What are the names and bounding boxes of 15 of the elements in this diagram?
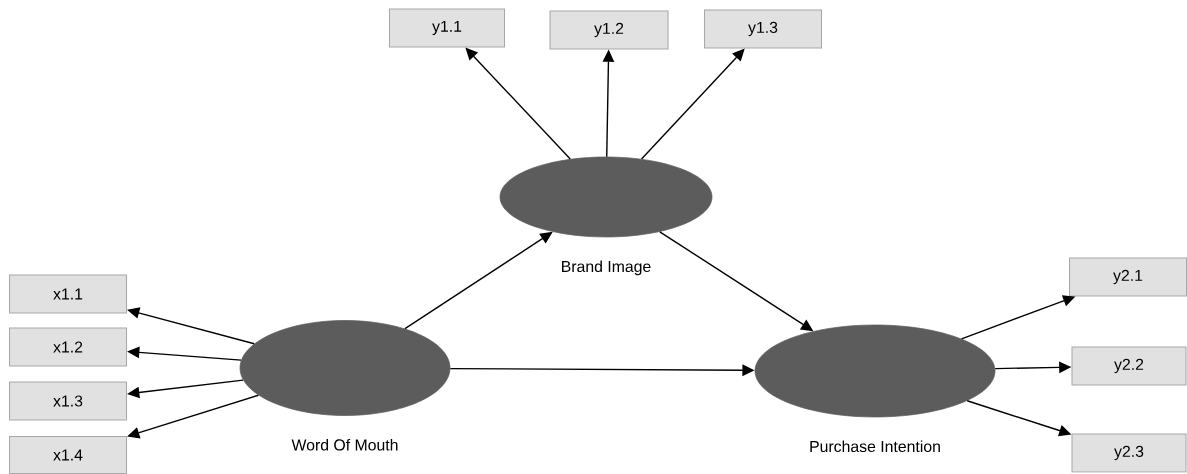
indicator-box: x1.3 xyxy=(9,381,128,421)
indicator-box: x1.2 xyxy=(9,327,128,367)
variable-label: Word Of Mouth xyxy=(291,438,398,451)
indicator-box: y2.3 xyxy=(1071,433,1187,473)
indicator-box: y2.2 xyxy=(1071,346,1187,386)
indicator-box: y1.1 xyxy=(389,8,506,48)
variable-label: Purchase Intention xyxy=(810,440,940,453)
indicator-box: y1.3 xyxy=(704,9,823,49)
indicator-box: y2.1 xyxy=(1069,257,1187,297)
indicator-box: x1.4 xyxy=(9,435,128,474)
arrow xyxy=(127,394,260,439)
variable-label: Brand Image xyxy=(562,260,651,276)
arrow xyxy=(127,307,255,345)
indicator-box: x1.1 xyxy=(9,274,128,314)
indicator-box: y1.2 xyxy=(549,10,669,50)
